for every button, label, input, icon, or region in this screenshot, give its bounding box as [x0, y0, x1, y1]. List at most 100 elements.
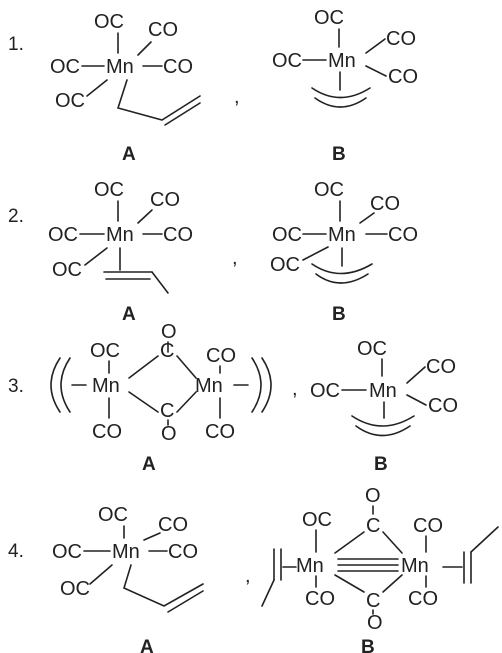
structure-label: A [140, 637, 154, 653]
allyl-ring [251, 357, 262, 413]
bond [143, 532, 161, 541]
bond [84, 247, 108, 266]
ligand: CO [163, 56, 193, 78]
option-2[interactable]: 2. OC CO OC Mn CO OC A , OC CO OC Mn CO [8, 179, 418, 325]
option-3[interactable]: 3. OC C CO Mn Mn C O CO O CO [8, 321, 458, 475]
ligand: CO [413, 515, 443, 537]
metal-center: Mn [106, 56, 134, 78]
allyl-ring [311, 263, 373, 275]
metal-center: Mn [106, 224, 134, 246]
ligand: OC [60, 578, 90, 600]
oxygen: O [365, 485, 381, 507]
ligand: OC [94, 11, 124, 33]
ligand: OC [272, 50, 302, 72]
allyl-chain [116, 79, 201, 121]
double-bond [167, 590, 204, 613]
ligand: CO [150, 189, 180, 211]
bridge-bond [176, 355, 197, 379]
separator: , [232, 247, 238, 269]
ligand: OC [94, 179, 124, 201]
ligand: CO [386, 28, 416, 50]
allyl-ring [355, 425, 411, 437]
ligand: OC [302, 509, 332, 531]
ligand: OC [50, 56, 80, 78]
bridge-bond [382, 574, 403, 593]
allyl-ring [311, 87, 371, 99]
option-1[interactable]: 1. OC CO OC Mn CO OC A , OC CO OC Mn CO [8, 7, 418, 165]
structure-label: A [122, 304, 136, 325]
oxygen: O [367, 612, 383, 634]
bond [365, 65, 387, 77]
ligand: OC [52, 259, 82, 281]
metal-center: Mn [112, 541, 140, 563]
bond [302, 246, 329, 261]
bond [137, 41, 152, 56]
ligand: CO [305, 588, 335, 610]
ligand: CO [370, 193, 400, 215]
ligand: OC [314, 179, 344, 201]
bond [137, 209, 153, 224]
metal-center: Mn [328, 50, 356, 72]
metal-center: Mn [401, 555, 429, 577]
metal-center: Mn [369, 380, 397, 402]
bridge-bond [334, 531, 365, 554]
ligand: OC [310, 380, 340, 402]
methyl-bond [151, 271, 169, 294]
ligand: CO [205, 421, 235, 443]
ligand: CO [163, 224, 193, 246]
ligand: CO [206, 345, 236, 367]
bond [89, 564, 113, 585]
ligand: OC [48, 224, 78, 246]
bridge-bond [382, 531, 403, 554]
bridge-bond [176, 391, 197, 413]
allyl-ring [315, 273, 369, 284]
ligand: OC [272, 224, 302, 246]
allyl-chain [123, 564, 204, 607]
option-number: 1. [8, 34, 24, 55]
structure-2a: OC CO OC Mn CO OC A [48, 179, 193, 325]
oxygen: O [161, 423, 177, 445]
ligand: OC [55, 90, 85, 112]
bridge-bond [128, 355, 159, 379]
bridge-bond [128, 391, 159, 413]
oxygen: O [161, 321, 177, 343]
ligand: OC [98, 504, 128, 526]
double-bond [164, 102, 201, 126]
metal-center: Mn [195, 375, 223, 397]
separator: , [245, 565, 251, 587]
option-number: 3. [8, 376, 24, 397]
option-number: 2. [8, 206, 24, 227]
allyl-ring [351, 415, 415, 427]
ligand: CO [168, 541, 198, 563]
vinyl-bond [261, 579, 275, 607]
ligand: CO [408, 588, 438, 610]
bond [406, 366, 426, 384]
ligand: OC [270, 254, 300, 276]
metal-center: Mn [328, 224, 356, 246]
bridging-ligand: C [366, 590, 380, 612]
option-4[interactable]: 4. OC CO OC Mn CO OC A , O OC C CO [8, 485, 499, 653]
separator: , [234, 86, 240, 108]
allyl-ring [261, 357, 272, 413]
structure-label: B [374, 454, 388, 475]
option-number: 4. [8, 541, 24, 562]
allyl-ring [60, 357, 71, 413]
allyl-ring [314, 97, 367, 108]
ligand: CO [426, 356, 456, 378]
ligand: OC [357, 338, 387, 360]
structure-label: A [142, 454, 156, 475]
bridging-ligand: C [160, 400, 174, 422]
ligand: OC [314, 7, 344, 29]
structure-2b: OC CO OC Mn CO OC B [270, 179, 418, 325]
bond [86, 79, 108, 97]
structure-label: B [332, 144, 346, 165]
metal-center: Mn [92, 375, 120, 397]
structure-1b: OC CO OC Mn CO B [272, 7, 418, 165]
allyl-ring [50, 357, 61, 413]
ligand: CO [92, 421, 122, 443]
ligand: CO [388, 66, 418, 88]
bond [365, 38, 386, 54]
ligand: OC [52, 541, 82, 563]
structure-label: B [361, 637, 375, 653]
bond [359, 212, 375, 224]
